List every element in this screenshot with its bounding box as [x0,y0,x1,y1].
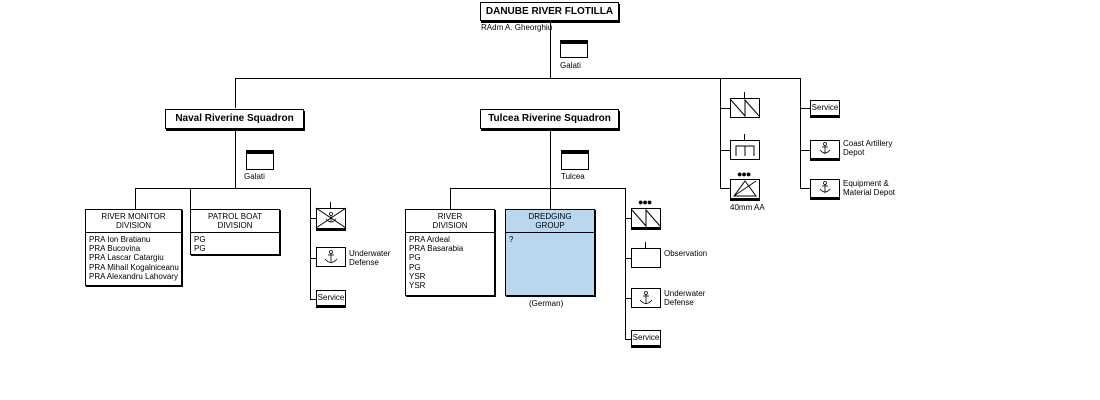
connector [625,298,631,299]
connector [625,339,631,340]
flotilla-title: DANUBE RIVER FLOTILLA [480,2,619,21]
service-unit: Service [810,100,840,118]
connector [625,218,631,219]
dots-icon: ●●● [737,169,751,179]
unit-title: DREDGING [528,212,572,221]
tick-mark [744,134,745,140]
label: Material Depot [843,188,896,197]
list-item: YSR [409,271,426,281]
tick-mark [330,202,331,208]
list-item: PRA Ardeal [409,235,450,244]
anchor-icon [810,179,840,200]
anchor-icon [316,247,346,267]
dredging-note: (German) [529,299,564,308]
connector [720,150,730,151]
connector [800,78,801,188]
list-item: ? [509,235,514,244]
list-item: PG [409,262,421,272]
connector [720,108,730,109]
connector [550,188,551,209]
label: Defense [664,298,694,307]
zigzag-icon [730,98,760,118]
connector [310,258,316,259]
connector [235,78,800,79]
unit-title: GROUP [535,221,565,230]
service-unit: Service [631,330,661,348]
connector [450,188,625,189]
label: Underwater [664,289,706,298]
connector [720,78,721,188]
list-item: PG [194,244,206,254]
label: Depot [843,148,865,157]
tulcea-location: Tulcea [561,172,585,181]
flag-icon [560,40,588,58]
connector [625,188,626,340]
unit-title: PATROL BOAT [208,212,262,221]
list-item: PRA Mihail Kogalniceanu [89,262,179,272]
label: Defense [349,258,379,267]
label: 40mm AA [730,203,765,212]
connector [800,188,810,189]
label: Underwater [349,249,391,258]
triangle-icon [730,179,760,201]
connector [310,188,311,300]
naval-squadron-title: Naval Riverine Squadron [165,109,304,129]
bridge-icon [730,140,760,160]
flag-icon [246,150,274,170]
connector [800,108,810,109]
connector [135,188,310,189]
unit-title: DIVISION [217,221,253,230]
label: Observation [664,249,708,258]
connector [800,150,810,151]
connector [235,130,236,188]
label: Coast Artillery [843,139,893,148]
flag-icon [561,150,589,170]
list-item: PRA Alexandru Lahovary [89,271,178,281]
list-item: PRA Basarabia [409,244,464,254]
connector [720,188,730,189]
connector [135,188,136,209]
crossed-box-icon [315,207,347,231]
unit-title: RIVER [437,212,463,221]
list-item: PG [409,253,421,263]
list-item: PRA Ion Bratianu [89,235,151,244]
anchor-icon [631,288,661,308]
tick-mark [744,92,745,98]
label: Equipment & [843,179,889,188]
zigzag-icon [631,208,661,230]
connector [625,258,631,259]
list-item: PRA Bucovina [89,244,141,254]
connector [190,188,191,209]
connector [450,188,451,209]
service-unit: Service [316,290,346,308]
tick-mark [645,242,646,248]
commander-name: RAdm A. Gheorghiu [481,23,553,32]
dots-icon: ●●● [638,197,652,207]
tulcea-squadron-title: Tulcea Riverine Squadron [480,109,619,129]
connector [550,130,551,188]
list-item: YSR [409,281,426,291]
connector [310,299,316,300]
list-item: PRA Lascar Catargiu [89,253,164,263]
connector [310,218,316,219]
list-item: PG [194,235,206,244]
unit-title: RIVER MONITOR [101,212,166,221]
naval-location: Galati [244,172,265,181]
connector [550,22,551,78]
unit-title: DIVISION [115,221,152,230]
connector [235,78,236,108]
hq-location: Galati [560,61,581,70]
anchor-icon [810,140,840,161]
observation-unit-icon [631,248,661,268]
unit-title: DIVISION [432,221,468,230]
